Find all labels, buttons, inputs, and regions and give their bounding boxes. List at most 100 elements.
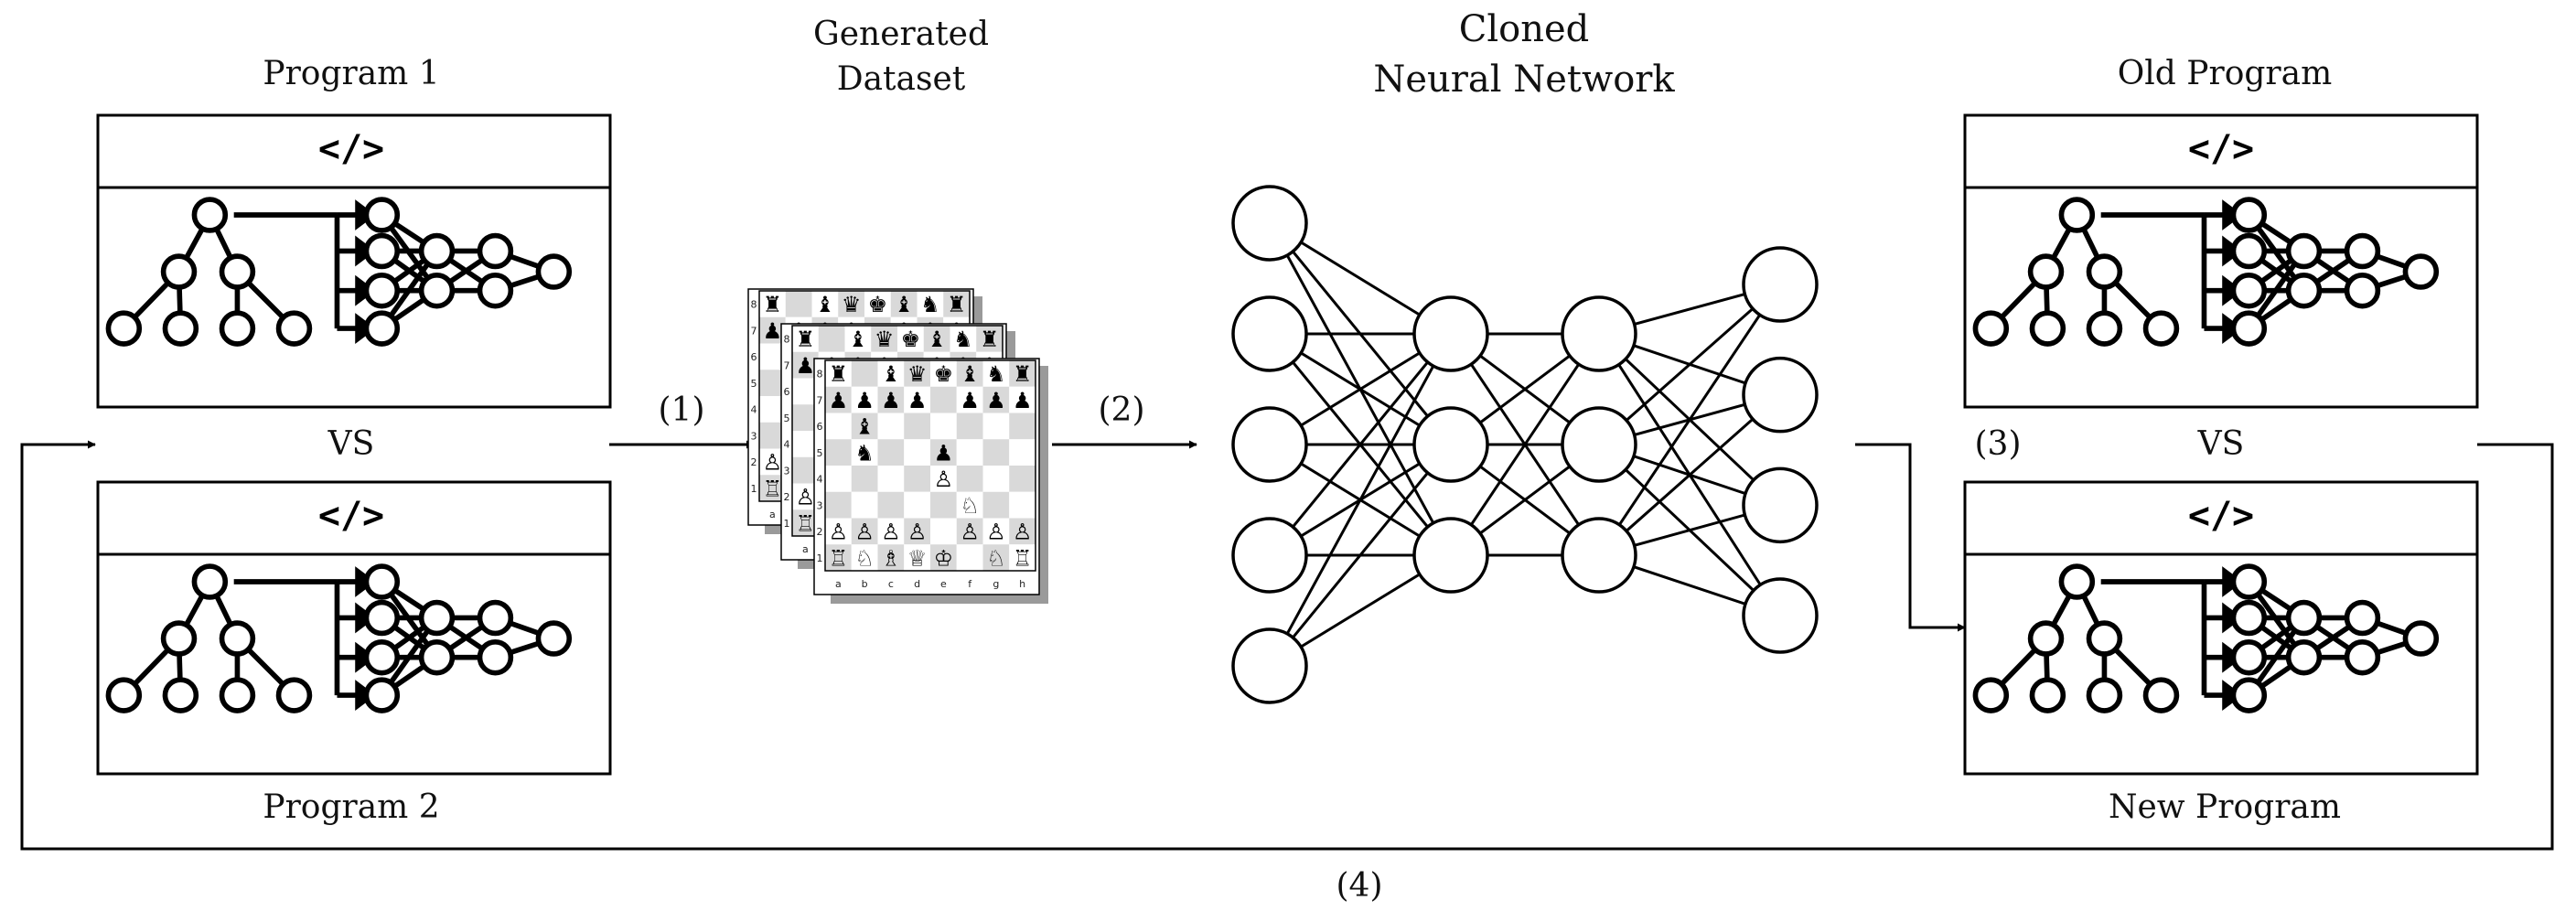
old-program-box: </>: [1963, 113, 2479, 409]
neuron-node: [1231, 185, 1308, 262]
neural-network: [1231, 185, 1819, 704]
neuron-node: [1412, 406, 1489, 483]
chess-piece: ♙: [1013, 520, 1033, 545]
chess-piece: ♜: [980, 327, 1000, 352]
dataset-title-line1: Generated: [813, 16, 989, 53]
chess-piece: ♝: [960, 361, 980, 387]
chess-piece: ♜: [763, 292, 783, 317]
neuron-node: [1742, 356, 1819, 434]
chess-piece: ♔: [934, 545, 954, 571]
chess-piece: ♙: [960, 520, 980, 545]
chess-piece: ♟: [854, 388, 875, 413]
old-program-title: Old Program: [2118, 55, 2332, 92]
program2-box: </>: [96, 480, 612, 776]
neuron-node: [1231, 295, 1308, 372]
chess-piece: ♟: [796, 353, 816, 379]
chess-piece: ♟: [829, 388, 849, 413]
chess-piece: ♝: [894, 292, 914, 317]
neuron-node: [1561, 295, 1637, 372]
chess-piece: ♚: [901, 327, 921, 352]
chess-piece: ♝: [815, 292, 835, 317]
chess-piece: ♝: [927, 327, 947, 352]
file-label: b: [862, 578, 868, 590]
chess-piece: ♞: [953, 327, 973, 352]
new-program-box: </>: [1963, 480, 2479, 776]
chess-piece: ♝: [848, 327, 868, 352]
network-edge: [1268, 333, 1453, 667]
file-label: a: [769, 509, 776, 520]
neuron-node: [1742, 577, 1819, 654]
rank-label: 5: [751, 378, 757, 390]
chess-piece: ♚: [868, 292, 888, 317]
rank-label: 1: [784, 518, 790, 530]
chess-piece: ♟: [934, 440, 954, 466]
chess-piece: ♕: [907, 545, 928, 571]
tree-network-icon: [108, 199, 569, 344]
rank-label: 8: [751, 299, 757, 311]
chess-piece: ♖: [1013, 545, 1033, 571]
code-icon: </>: [318, 495, 384, 537]
rank-label: 2: [784, 491, 790, 503]
arrow-step4: [20, 440, 2554, 851]
chess-piece: ♜: [829, 361, 849, 387]
chess-piece: ♞: [854, 440, 875, 466]
rank-label: 4: [751, 404, 757, 416]
new-program-title: New Program: [2109, 788, 2341, 826]
chess-piece: ♛: [907, 361, 928, 387]
chess-piece: ♛: [875, 327, 895, 352]
code-icon: </>: [2188, 128, 2254, 170]
program1-box: </>: [96, 113, 612, 409]
vs-left-label: VS: [327, 425, 375, 463]
network-title-line1: Cloned: [1459, 8, 1590, 50]
code-icon: </>: [318, 128, 384, 170]
chess-piece: ♟: [907, 388, 928, 413]
rank-label: 1: [751, 483, 757, 495]
chess-piece: ♞: [920, 292, 940, 317]
file-label: e: [940, 578, 947, 590]
step4-label: (4): [1336, 867, 1383, 905]
chess-piece: ♟: [1013, 388, 1033, 413]
rank-label: 7: [817, 394, 823, 406]
dataset-title-line2: Dataset: [837, 60, 966, 98]
chess-piece: ♙: [934, 466, 954, 492]
rank-label: 7: [751, 325, 757, 337]
chess-piece: ♛: [842, 292, 862, 317]
rank-label: 3: [751, 430, 757, 442]
rank-label: 3: [817, 499, 823, 511]
file-label: a: [835, 578, 842, 590]
chess-dataset-stack: 87654321abcdefgh♜♝♛♚♝♞♜♟♟♟♟♟♟♟♙♙♙♙♙♙♙♖♘♗…: [747, 288, 1048, 604]
chess-piece: ♘: [960, 493, 980, 519]
chess-piece: ♗: [881, 545, 901, 571]
chess-piece: ♖: [796, 510, 816, 536]
chess-piece: ♙: [986, 520, 1006, 545]
chess-piece: ♙: [881, 520, 901, 545]
chess-piece: ♝: [854, 414, 875, 440]
chess-piece: ♟: [763, 318, 783, 344]
chess-piece: ♟: [960, 388, 980, 413]
rank-label: 8: [817, 369, 823, 381]
rank-label: 1: [817, 552, 823, 564]
rank-label: 7: [784, 359, 790, 371]
step2-label: (2): [1099, 391, 1145, 429]
file-label: a: [802, 543, 809, 555]
rank-label: 5: [784, 413, 790, 424]
neuron-node: [1231, 517, 1308, 594]
file-label: d: [914, 578, 920, 590]
chess-piece: ♜: [947, 292, 967, 317]
file-label: h: [1019, 578, 1025, 590]
chess-piece: ♜: [796, 327, 816, 352]
network-title-line2: Neural Network: [1373, 59, 1675, 101]
network-edge: [1598, 393, 1781, 557]
program1-title: Program 1: [263, 55, 439, 92]
neuron-node: [1742, 246, 1819, 323]
neuron-node: [1742, 466, 1819, 544]
file-label: g: [993, 578, 999, 590]
rank-label: 4: [817, 474, 823, 486]
neuron-node: [1231, 627, 1308, 704]
chess-piece: ♝: [881, 361, 901, 387]
neuron-node: [1412, 295, 1489, 372]
tree-network-icon: [1975, 199, 2436, 344]
chess-piece: ♟: [881, 388, 901, 413]
rank-label: 2: [817, 526, 823, 538]
